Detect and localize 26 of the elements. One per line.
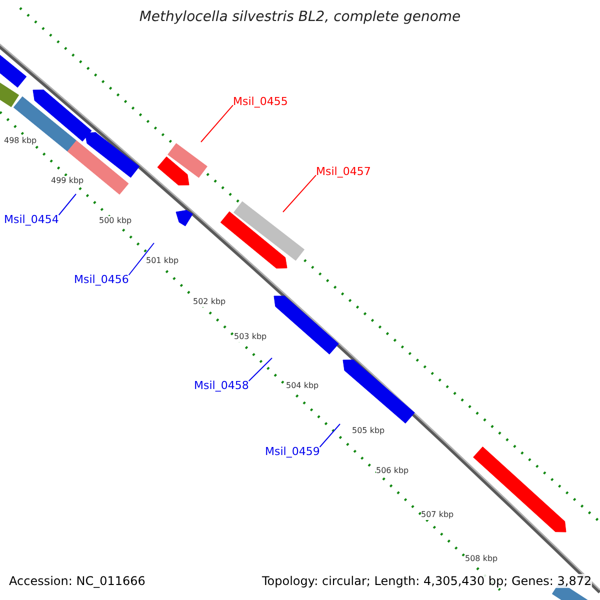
scale-label: 501 kbp [146, 256, 179, 266]
leader-line [319, 424, 340, 448]
gene-label: Msil_0459 [265, 445, 320, 458]
scale-label: 503 kbp [234, 332, 267, 342]
chart-title: Methylocella silvestris BL2, complete genome [138, 9, 462, 26]
leader-line [248, 358, 272, 382]
scale-label: 502 kbp [193, 297, 226, 307]
scale-label: 500 kbp [99, 216, 132, 226]
scale-label: 504 kbp [286, 381, 319, 391]
leader-line [128, 242, 154, 276]
leader-line [282, 174, 316, 212]
gene-label: Msil_0454 [4, 213, 59, 226]
scale-label: 505 kbp [352, 426, 385, 436]
leader-line [200, 104, 234, 142]
scale-label: 507 kbp [421, 510, 454, 520]
footer-text: Accession: NC_011666 [9, 574, 146, 588]
gene-label: Msil_0456 [74, 273, 129, 286]
scale-label: 499 kbp [51, 176, 84, 186]
gene-label: Msil_0457 [316, 165, 371, 178]
leader-line [58, 194, 76, 216]
gene-label: Msil_0455 [233, 95, 288, 108]
scale-label: 498 kbp [4, 136, 37, 146]
gene-label: Msil_0458 [194, 379, 249, 392]
footer-text: Topology: circular; Length: 4,305,430 bp; Genes: 3,872 [262, 574, 592, 588]
scale-label: 506 kbp [376, 466, 409, 476]
scale-label: 508 kbp [465, 554, 498, 564]
